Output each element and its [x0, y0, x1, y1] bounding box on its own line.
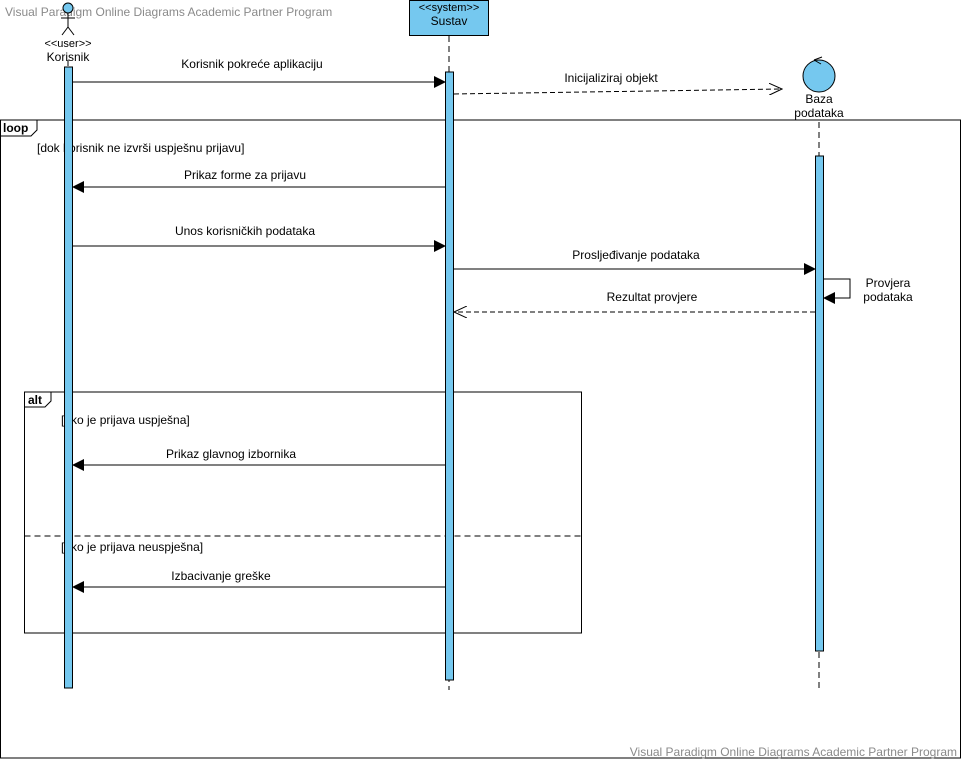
message-9: Izbacivanje greške: [72, 569, 445, 593]
activation-system: [445, 71, 454, 681]
message-2-label: Inicijaliziraj objekt: [564, 71, 658, 85]
participant-db-name-2: podataka: [794, 106, 844, 120]
message-5-label: Prosljeđivanje podataka: [572, 248, 700, 262]
participant-db[interactable]: Baza podataka: [794, 56, 844, 120]
message-1-label: Korisnik pokreće aplikaciju: [181, 57, 322, 71]
alt-guard-2: [ako je prijava neuspješna]: [61, 540, 203, 554]
control-arrow-icon: [813, 56, 823, 65]
loop-operator: loop: [3, 121, 28, 135]
message-3-label: Prikaz forme za prijavu: [184, 168, 306, 182]
control-object-icon: [802, 59, 836, 93]
message-8-label: Prikaz glavnog izbornika: [166, 447, 296, 461]
message-5: Prosljeđivanje podataka: [454, 248, 816, 275]
message-7-label: Rezultat provjere: [607, 290, 698, 304]
participant-db-name-1: Baza: [805, 92, 833, 106]
message-6-label-1: Provjera: [866, 276, 911, 290]
loop-fragment: loop [dok korisnik ne izvrši uspješnu pr…: [0, 119, 961, 759]
message-4-label: Unos korisničkih podataka: [175, 224, 315, 238]
alt-fragment: alt [ako je prijava uspješna] [ako je pr…: [24, 391, 582, 634]
actor-user[interactable]: <<user>> Korisnik: [44, 2, 92, 64]
message-6-self: Provjera podataka: [823, 276, 913, 304]
message-4: Unos korisničkih podataka: [73, 224, 446, 252]
message-6-label-2: podataka: [863, 290, 913, 304]
activation-db: [815, 155, 824, 652]
alt-guard-1: [ako je prijava uspješna]: [61, 413, 190, 427]
stick-figure-icon: [61, 2, 75, 36]
actor-user-stereotype: <<user>>: [44, 38, 91, 50]
watermark-bottom: Visual Paradigm Online Diagrams Academic…: [630, 745, 957, 759]
message-3: Prikaz forme za prijavu: [72, 168, 445, 193]
participant-system-stereotype: <<system>>: [419, 2, 480, 14]
message-9-label: Izbacivanje greške: [171, 569, 271, 583]
loop-guard: [dok korisnik ne izvrši uspješnu prijavu…: [37, 141, 244, 155]
message-7: Rezultat provjere: [454, 290, 815, 312]
watermark-top: Visual Paradigm Online Diagrams Academic…: [5, 5, 332, 19]
message-2: Inicijaliziraj objekt: [453, 71, 782, 94]
message-8: Prikaz glavnog izbornika: [72, 447, 445, 471]
actor-user-name: Korisnik: [47, 50, 91, 64]
alt-operator: alt: [28, 393, 42, 407]
participant-system[interactable]: <<system>> Sustav: [409, 0, 489, 36]
participant-system-name: Sustav: [431, 14, 468, 28]
activation-user: [64, 66, 73, 689]
message-1: Korisnik pokreće aplikaciju: [73, 57, 446, 88]
